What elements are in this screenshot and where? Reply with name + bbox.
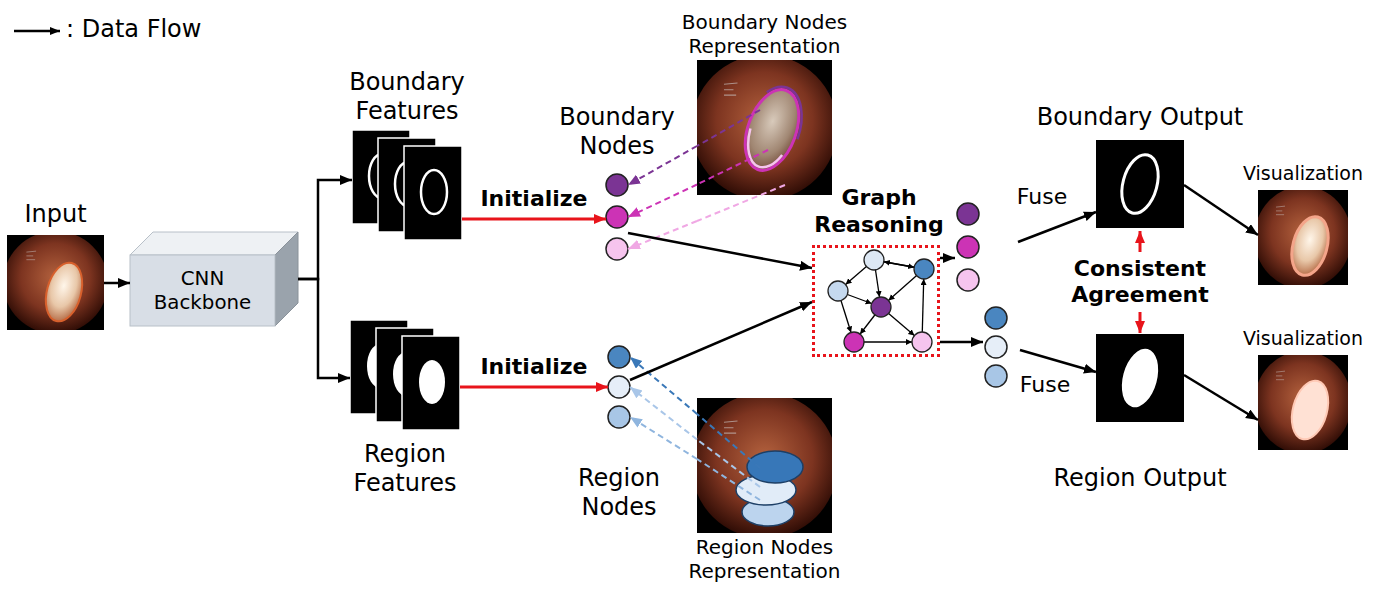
- agreement-arrows: [1140, 231, 1141, 333]
- connector-line: [940, 341, 983, 344]
- connector-line: [630, 302, 812, 380]
- input-image-node: Input: [7, 235, 104, 330]
- region-node-circles: [608, 346, 630, 428]
- backbone-box: CNN Backbone: [130, 232, 298, 326]
- feature-stack: Region Features: [350, 320, 460, 430]
- node-text-wrap: Boundary Nodes: [547, 103, 687, 161]
- region-representation-image: [692, 393, 838, 539]
- boundary-feature-maps: [352, 130, 462, 240]
- boundary-output-nodes: [957, 203, 979, 291]
- node-heading: Graph Reasoning: [804, 185, 954, 238]
- box-label: CNN Backbone: [130, 267, 275, 315]
- node-group: Region Nodes: [608, 346, 630, 428]
- node-heading: Input: [0, 200, 126, 229]
- connector-line: [628, 185, 697, 218]
- boundary-representation-image: [692, 55, 838, 221]
- connector: [460, 387, 608, 388]
- input-image: [3, 231, 108, 334]
- node-heading: Region Nodes: [559, 464, 679, 522]
- visualization-image: Visualization: [1258, 355, 1348, 450]
- edge-label: Fuse: [1015, 184, 1069, 210]
- annotation-label: Consistent Agreement: [1050, 256, 1230, 309]
- node-heading: Visualization: [1223, 327, 1383, 350]
- connector-line: [1184, 185, 1258, 235]
- region-output-nodes: [985, 307, 1007, 387]
- graph-reasoning-box: Graph Reasoning: [812, 245, 940, 357]
- region-feature-maps: [350, 320, 460, 430]
- connector: [940, 212, 1096, 258]
- visualization-region-image: [1254, 351, 1351, 454]
- connector-line: [630, 417, 697, 459]
- connector-line: [298, 180, 352, 279]
- graph-edges: [838, 260, 924, 342]
- graph-nodes: [828, 250, 934, 352]
- connector: [1184, 185, 1258, 235]
- node-text-wrap: CNN Backbone: [130, 255, 275, 326]
- node-heading: Region Output: [1010, 464, 1270, 493]
- node-text-wrap: Region Output: [1010, 464, 1270, 493]
- connector: [1184, 375, 1258, 420]
- region-output-mask: [1096, 334, 1184, 422]
- boundary-output-mask: [1096, 140, 1184, 228]
- connector-line: [940, 257, 955, 260]
- connector-line: [104, 282, 130, 285]
- connector-line: [630, 387, 697, 440]
- node-text-wrap: Graph Reasoning: [804, 185, 954, 238]
- representation-image: Boundary Nodes Representation: [697, 60, 832, 195]
- node-text-wrap: Boundary Output: [1010, 103, 1270, 132]
- node-text-wrap: Visualization: [1223, 327, 1383, 350]
- connector-line: [298, 279, 350, 378]
- node-heading: Region Features: [330, 440, 480, 498]
- connector: [298, 180, 352, 279]
- connector-line: [462, 218, 606, 221]
- connector-line: [628, 233, 812, 268]
- representation-image: Region Nodes Representation: [697, 398, 832, 533]
- node-text-wrap: Visualization: [1223, 162, 1383, 185]
- node-heading: Boundary Features: [332, 68, 482, 126]
- connector: [628, 146, 697, 249]
- node-text-wrap: Input: [0, 200, 126, 229]
- boundary-node-circles: [606, 174, 628, 260]
- connector: [462, 219, 606, 220]
- connector: [940, 342, 1096, 372]
- node-heading: Region Nodes Representation: [670, 535, 860, 583]
- connector: [628, 233, 812, 268]
- cnn-box: [130, 232, 298, 326]
- connector: [298, 279, 350, 378]
- edge-label: Initialize: [478, 354, 589, 380]
- node-heading: Visualization: [1223, 162, 1383, 185]
- edge-label: Initialize: [478, 186, 589, 212]
- legend-row: : Data Flow: [66, 15, 201, 44]
- output-mask: Boundary Output: [1096, 140, 1184, 228]
- node-heading: Boundary Nodes Representation: [670, 10, 860, 58]
- node-heading: Boundary Nodes: [547, 103, 687, 161]
- connector-line: [630, 357, 697, 414]
- feature-stack: Boundary Features: [352, 130, 462, 240]
- connector-line: [1020, 350, 1096, 372]
- legend-text: : Data Flow: [66, 15, 201, 43]
- visualization-image: Visualization: [1258, 190, 1348, 285]
- node-text-wrap: Boundary Nodes Representation: [670, 10, 860, 58]
- connector-line: [1018, 212, 1096, 242]
- node-text-wrap: Region Nodes Representation: [670, 535, 860, 583]
- connector: [630, 302, 812, 380]
- connector-line: [628, 221, 697, 249]
- visualization-boundary-image: [1254, 186, 1351, 289]
- node-heading: Boundary Output: [1010, 103, 1270, 132]
- node-text-wrap: Region Features: [330, 440, 480, 498]
- legend-line-sample: [14, 30, 60, 33]
- node-text-wrap: Region Nodes: [559, 464, 679, 522]
- connector-line: [1184, 375, 1258, 420]
- output-mask: Region Output: [1096, 334, 1184, 422]
- connector: [104, 283, 130, 284]
- connector: [630, 357, 697, 459]
- node-text-wrap: Boundary Features: [332, 68, 482, 126]
- connector-line: [460, 386, 608, 389]
- edge-label: Fuse: [1018, 372, 1072, 398]
- node-group: Boundary Nodes: [606, 173, 628, 261]
